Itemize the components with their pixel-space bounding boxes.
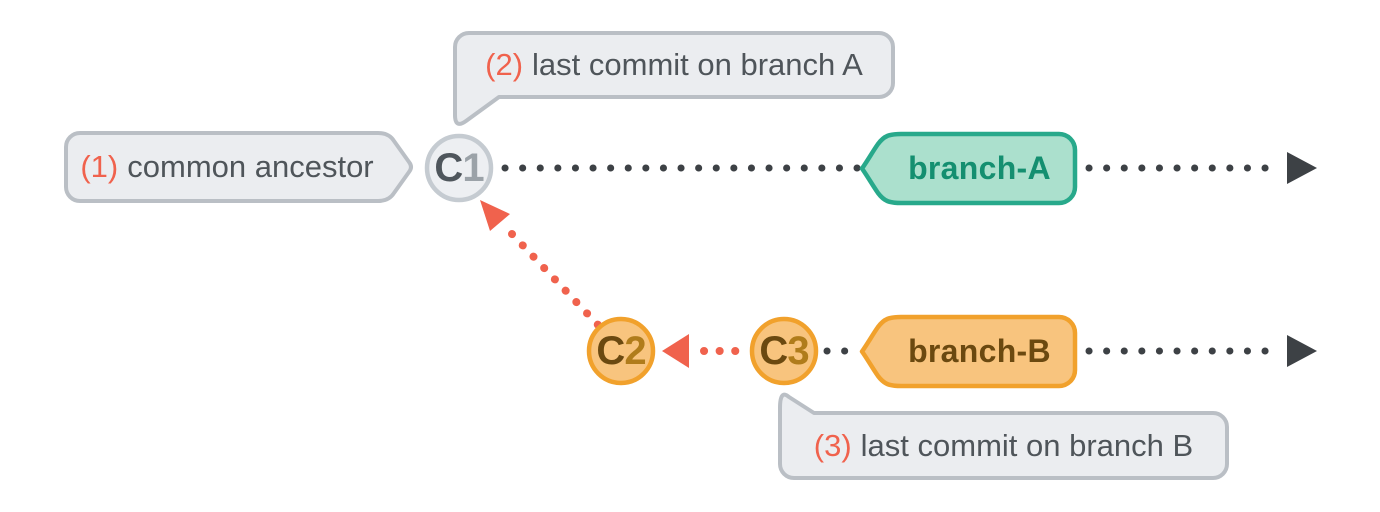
commit-c1-prefix: C <box>434 145 463 190</box>
callout-1-bubble <box>64 131 413 203</box>
commit-c1-digit: 1 <box>462 145 484 190</box>
commit-c3-prefix: C <box>759 328 788 373</box>
callout-1-number: (1) <box>80 149 119 184</box>
parent-link-c2-c1-dots <box>508 230 603 330</box>
callout-3-number: (3) <box>813 427 852 463</box>
callout-1-text: (1) common ancestor <box>66 133 388 201</box>
branch-a-tag-label: branch-A <box>908 150 1051 186</box>
branch-b-tag-label: branch-B <box>908 333 1051 369</box>
callout-2-bubble <box>453 31 895 126</box>
commit-node-c3 <box>749 316 819 386</box>
callout-3-label: last commit on branch B <box>860 427 1194 463</box>
parent-link-c2-c1-arrowhead-icon <box>480 200 510 231</box>
callout-2-text: (2) last commit on branch A <box>455 33 893 97</box>
callout-3-text: (3) last commit on branch B <box>780 413 1227 478</box>
branch-a-tag-shape <box>859 131 1078 206</box>
commit-c2-digit: 2 <box>624 328 646 373</box>
callout-2-number: (2) <box>485 47 524 82</box>
callout-3-bubble <box>778 392 1229 480</box>
commit-c2-prefix: C <box>596 328 625 373</box>
callout-1-label: common ancestor <box>127 149 374 184</box>
branch-b-arrowhead-icon <box>1287 335 1317 367</box>
branch-b-tag-shape <box>859 314 1078 389</box>
commit-node-c2 <box>586 316 656 386</box>
commit-c3-digit: 3 <box>787 328 809 373</box>
callout-2-label: last commit on branch A <box>532 47 863 82</box>
commit-node-c1 <box>424 133 494 203</box>
parent-link-c3-c2-arrowhead-icon <box>662 334 689 368</box>
branch-a-arrowhead-icon <box>1287 152 1317 184</box>
